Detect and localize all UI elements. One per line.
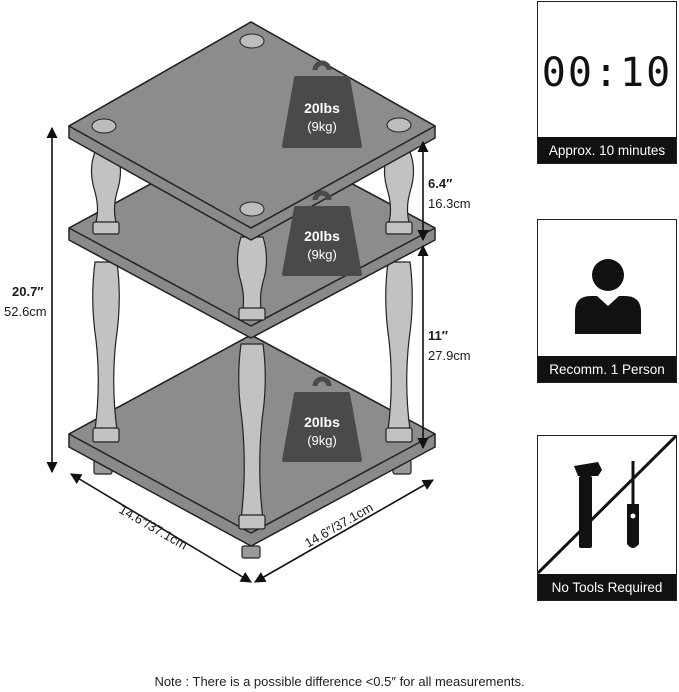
width-left-label: 14.6″/37.1cm (117, 502, 190, 553)
weight-metric: (9kg) (307, 433, 337, 448)
tools-illustration (538, 436, 676, 574)
weight-icon (282, 60, 362, 148)
dimension-lines (46, 126, 434, 583)
measurement-note: Note : There is a possible difference <0… (154, 674, 525, 689)
hammer-icon (574, 462, 602, 548)
top-gap-cm: 16.3cm (428, 196, 471, 211)
weight-metric: (9kg) (307, 247, 337, 262)
people-required-label: Recomm. 1 Person (538, 356, 676, 382)
height-cm: 52.6cm (4, 304, 47, 319)
clock-display-icon: 00:10 (541, 50, 673, 96)
top-gap-inches: 6.4″ (428, 176, 452, 191)
tools-card: No Tools Required (537, 435, 677, 601)
tools-label: No Tools Required (538, 574, 676, 600)
weight-label: 20lbs (304, 100, 340, 116)
bottom-gap-inches: 11″ (428, 328, 448, 343)
assembly-time-label: Approx. 10 minutes (538, 137, 676, 163)
upper-legs (90, 151, 415, 321)
bottom-gap-cm: 27.9cm (428, 348, 471, 363)
weight-metric: (9kg) (307, 119, 337, 134)
weight-icon (282, 190, 362, 276)
people-required-card: Recomm. 1 Person (537, 219, 677, 383)
person-icon (575, 259, 641, 334)
height-inches: 20.7″ (12, 284, 44, 299)
assembly-time-card: 00:10 Approx. 10 minutes (537, 1, 677, 164)
weight-label: 20lbs (304, 228, 340, 244)
screwdriver-icon (627, 461, 639, 548)
product-diagram: 20lbs (9kg) 20lbs (9kg) 20lbs (9kg) 20.7… (4, 21, 471, 583)
weight-icon (282, 376, 362, 462)
weight-label: 20lbs (304, 414, 340, 430)
